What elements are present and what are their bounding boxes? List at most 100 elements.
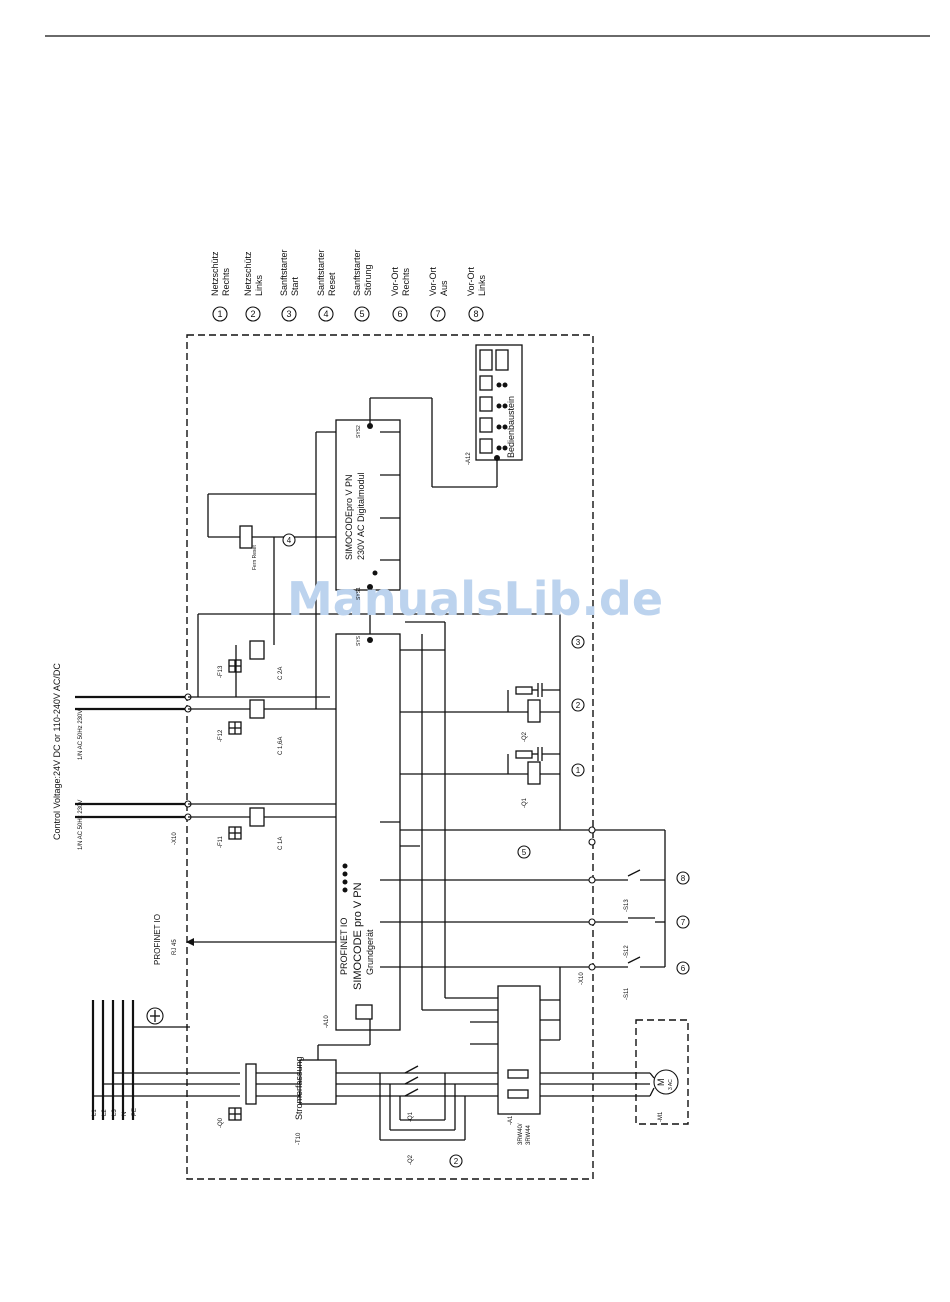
- legend-number-3: 3: [286, 309, 291, 319]
- ref-f12: -F12: [218, 729, 224, 742]
- legend-line2-4: Reset: [327, 272, 337, 296]
- marker-8: 8: [681, 874, 686, 883]
- mains-label-l3: L3: [112, 1109, 118, 1116]
- terminal-strip-x10-left: [184, 693, 192, 821]
- legend-line1-7: Vor-Ort: [428, 266, 438, 296]
- basic-unit-title-3: Grundgerät: [365, 929, 375, 975]
- ref-q1: -Q1: [408, 1111, 414, 1122]
- marker-3: 3: [576, 638, 581, 647]
- simocode-basic-unit: [335, 633, 401, 1031]
- ref-a1-types: 3RW40/: [518, 1123, 524, 1145]
- mains-label-l2: L2: [102, 1109, 108, 1116]
- ref-q2: -Q2: [408, 1154, 414, 1165]
- legend-line2-1: Rechts: [221, 267, 231, 296]
- diagram-markers: 4 5 3 2 1 8 7 6 2: [282, 533, 690, 1168]
- ref-q1-coil: -Q1: [522, 797, 528, 808]
- rotated-labels: Control Voltage:24V DC or 110-240V AC/DC…: [52, 396, 674, 1165]
- legend-circle-2: [245, 306, 261, 322]
- motor-boundary: [635, 1019, 689, 1125]
- operator-panel-label: Bedienbaustein: [506, 396, 516, 458]
- legend-line2-2: Links: [254, 274, 264, 296]
- terminal-strip-x10-right: [560, 826, 666, 971]
- ref-a10: -A10: [324, 1015, 330, 1028]
- fuse-f12: [188, 699, 336, 735]
- mains-label-pe: PE: [132, 1108, 138, 1116]
- sys2-label: SYS2: [356, 425, 362, 438]
- marker-1: 1: [576, 766, 581, 775]
- legend-line1-5: Sanftstarter: [352, 249, 362, 296]
- sys1-label: SYS1: [356, 587, 362, 600]
- legend-circle-7: [430, 306, 446, 322]
- main-circuit: [228, 1019, 679, 1141]
- ref-t10: -T10: [296, 1132, 302, 1145]
- f11-rating: C 1A: [278, 837, 284, 850]
- ref-x10-left: -X10: [172, 832, 178, 845]
- motor-phase-label: 3 AC: [668, 1079, 674, 1090]
- legend-number-4: 4: [323, 309, 328, 319]
- legend-number-7: 7: [435, 309, 440, 319]
- f13-rating: C 2A: [278, 667, 284, 680]
- simocode-digital-module: [335, 419, 401, 591]
- mains-label-l1: L1: [92, 1109, 98, 1116]
- marker-2: 2: [576, 701, 581, 710]
- ref-a12: -A12: [466, 452, 472, 465]
- legend-number-6: 6: [397, 309, 402, 319]
- ref-m1: -M1: [658, 1111, 664, 1122]
- basic-unit-inputs: [342, 637, 400, 1020]
- btn-s12: -S12: [624, 945, 630, 958]
- contactor-coil-q2: [507, 683, 560, 723]
- legend-line2-3: Start: [290, 276, 300, 296]
- marker-4: 4: [287, 536, 292, 545]
- basic-unit-title-2: SIMOCODE pro V PN: [352, 882, 364, 990]
- legend-circle-1: [212, 306, 228, 322]
- supply-a-label: 1/N AC 50Hz 230V: [78, 710, 84, 760]
- marker-5: 5: [522, 848, 527, 857]
- legend-number-5: 5: [359, 309, 364, 319]
- legend-circle-4: [318, 306, 334, 322]
- legend-number-8: 8: [473, 309, 478, 319]
- mains-labels: L1 L2 L3 N PE: [92, 1108, 138, 1116]
- ref-a1: -A1: [508, 1115, 514, 1125]
- marker-2b: 2: [454, 1157, 459, 1166]
- cabinet-boundary: [186, 334, 594, 1180]
- digital-module-title-1: SIMOCODEpro V PN: [344, 474, 354, 560]
- ref-a1-types2: 3RW44: [526, 1124, 532, 1145]
- motor-label: M: [656, 1079, 666, 1087]
- ref-f13: -F13: [218, 665, 224, 678]
- soft-starter-internals: [422, 967, 561, 1099]
- mains-label-n: N: [122, 1112, 128, 1116]
- legend-line2-8: Links: [477, 274, 487, 296]
- supply-lines: [75, 695, 240, 1120]
- legend-line1-2: Netzschütz: [243, 251, 253, 296]
- watermark: ManualsLib.de: [287, 572, 663, 626]
- supply-b-label: 1/N AC 50Hz 230V: [78, 800, 84, 850]
- legend-line1-4: Sanftstarter: [316, 249, 326, 296]
- reset-text: Fern Reset: [252, 545, 258, 570]
- ref-q2-coil: -Q2: [522, 731, 528, 742]
- sys-if-label: SYS: [356, 635, 362, 646]
- control-rail: [197, 613, 561, 1010]
- legend-number-2: 2: [250, 309, 255, 319]
- digital-module-title-2: 230V AC Digitalmodul: [356, 472, 366, 560]
- legend-line1-8: Vor-Ort: [466, 266, 476, 296]
- contactor-coil-q1: [507, 747, 560, 785]
- control-voltage-label: Control Voltage:24V DC or 110-240V AC/DC: [52, 663, 62, 840]
- legend-line2-6: Rechts: [401, 267, 411, 296]
- legend-line1-3: Sanftstarter: [279, 249, 289, 296]
- operator-panel-leds: [479, 349, 509, 461]
- profinet-label: PROFINET IO: [153, 914, 162, 965]
- marker-7: 7: [681, 918, 686, 927]
- fuse-f11: [188, 803, 336, 840]
- basic-unit-title-1: PROFINET IO: [339, 918, 349, 975]
- legend-line2-7: Aus: [439, 280, 449, 296]
- f12-rating: C 1,6A: [278, 737, 284, 755]
- legend-circle-5: [354, 306, 370, 322]
- legend-line1-6: Vor-Ort: [390, 266, 400, 296]
- legend-line1-1: Netzschütz: [210, 251, 220, 296]
- ref-x10-right: -X10: [579, 972, 585, 985]
- btn-s11: -S11: [624, 987, 630, 1000]
- legend-line2-5: Störung: [363, 264, 373, 296]
- btn-s13: -S13: [624, 899, 630, 912]
- legend-number-1: 1: [217, 309, 222, 319]
